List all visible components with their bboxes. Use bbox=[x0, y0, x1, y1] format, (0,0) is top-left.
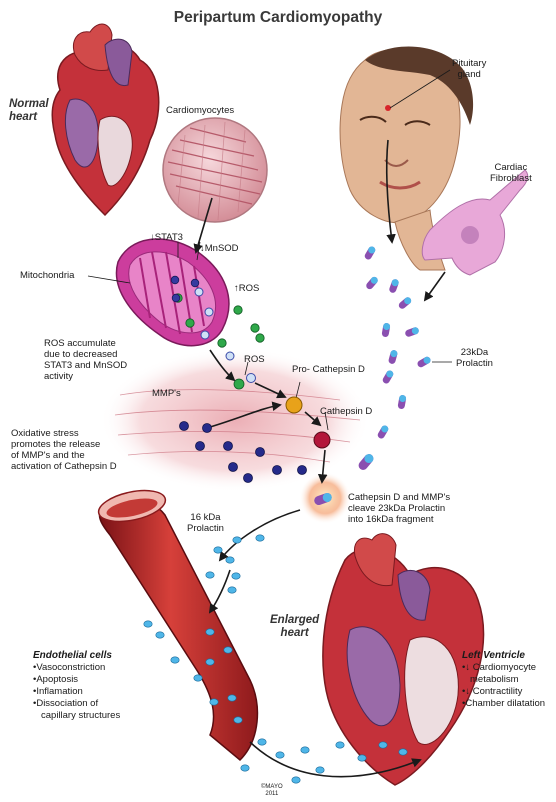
list-item: ↓ Contractility bbox=[462, 686, 545, 698]
ros-note-line3: STAT3 and MnSOD bbox=[44, 360, 127, 371]
prolactin-23kda-label-line1: 23kDa bbox=[456, 347, 493, 358]
endothelial-effects-list: Vasoconstriction Apoptosis Inflamation D… bbox=[33, 662, 120, 722]
normal-heart-illustration bbox=[52, 24, 158, 215]
cardiac-fibroblast-label-line1: Cardiac bbox=[490, 162, 532, 173]
pituitary-gland-label-line2: gland bbox=[452, 69, 486, 80]
lv-item-1-line1: ↓ Cardiomyocyte bbox=[465, 662, 536, 673]
cardiac-fibroblast-label: Cardiac Fibroblast bbox=[490, 162, 532, 184]
diagram-title: Peripartum Cardiomyopathy bbox=[0, 9, 556, 27]
prolactin-16kda-label: 16 kDa Prolactin bbox=[187, 512, 224, 534]
list-item: Chamber dilatation bbox=[462, 698, 545, 710]
mitochondria-label: Mitochondria bbox=[20, 270, 74, 281]
cardiomyocytes-label: Cardiomyocytes bbox=[166, 105, 234, 116]
cleave-note-line1: Cathepsin D and MMP's bbox=[348, 492, 450, 503]
copyright-mark: ©MAYO 2011 bbox=[261, 784, 283, 798]
normal-heart-label: Normal heart bbox=[9, 98, 49, 124]
prolactin-23kda-label-line2: Prolactin bbox=[456, 358, 493, 369]
normal-heart-label-line2: heart bbox=[9, 111, 49, 124]
ros-note-line2: due to decreased bbox=[44, 349, 127, 360]
ros-increase-label: ↑ROS bbox=[234, 283, 259, 294]
prolactin-16kda-label-line2: Prolactin bbox=[187, 523, 224, 534]
cleave-note: Cathepsin D and MMP's cleave 23kDa Prola… bbox=[348, 492, 450, 525]
cleave-note-line2: cleave 23kDa Prolactin bbox=[348, 503, 450, 514]
pro-cathepsin-d-molecule bbox=[286, 397, 302, 413]
cardiac-fibroblast-label-line2: Fibroblast bbox=[490, 173, 532, 184]
list-item: Apoptosis bbox=[33, 674, 120, 686]
enlarged-heart-label: Enlarged heart bbox=[270, 614, 319, 640]
mmps-label: MMP's bbox=[152, 388, 181, 399]
endothelial-item-4-line1: Dissociation of bbox=[36, 698, 98, 709]
ros-note-line1: ROS accumulate bbox=[44, 338, 127, 349]
oxidative-stress-note: Oxidative stress promotes the release of… bbox=[11, 428, 117, 472]
enlarged-heart-label-line1: Enlarged bbox=[270, 614, 319, 627]
stat3-label: ↓STAT3 bbox=[150, 232, 183, 243]
oxidative-note-line1: Oxidative stress bbox=[11, 428, 117, 439]
oxidative-note-line2: promotes the release bbox=[11, 439, 117, 450]
cardiomyocytes-magnified-circle bbox=[163, 118, 267, 222]
pituitary-gland-label-line1: Pituitary bbox=[452, 58, 486, 69]
cathepsin-d-label: Cathepsin D bbox=[320, 406, 372, 417]
endothelial-cells-heading: Endothelial cells bbox=[33, 650, 120, 661]
list-item: Vasoconstriction bbox=[33, 662, 120, 674]
mitochondrion-illustration bbox=[116, 239, 228, 346]
ros-accumulate-note: ROS accumulate due to decreased STAT3 an… bbox=[44, 338, 127, 382]
pituitary-gland-label: Pituitary gland bbox=[452, 58, 486, 80]
endothelial-item-4-line2: capillary structures bbox=[33, 710, 120, 721]
endothelial-cells-box: Endothelial cells Vasoconstriction Apopt… bbox=[33, 650, 120, 722]
lv-item-1-line2: metabolism bbox=[462, 674, 519, 685]
prolactin-16kda-label-line1: 16 kDa bbox=[187, 512, 224, 523]
pro-cathepsin-d-label: Pro- Cathepsin D bbox=[292, 364, 365, 375]
oxidative-note-line3: of MMP's and the bbox=[11, 450, 117, 461]
ros-label: ROS bbox=[244, 354, 265, 365]
list-item: Inflamation bbox=[33, 686, 120, 698]
copyright-line1: ©MAYO bbox=[261, 784, 283, 791]
prolactin-23kda-label: 23kDa Prolactin bbox=[456, 347, 493, 369]
oxidative-note-line4: activation of Cathepsin D bbox=[11, 461, 117, 472]
cleave-note-line3: into 16kDa fragment bbox=[348, 514, 450, 525]
enlarged-heart-illustration bbox=[323, 534, 484, 785]
left-ventricle-box: Left Ventricle ↓ Cardiomyocytemetabolism… bbox=[462, 650, 545, 710]
normal-heart-label-line1: Normal bbox=[9, 98, 49, 111]
enlarged-heart-label-line2: heart bbox=[270, 627, 319, 640]
copyright-line2: 2011 bbox=[261, 791, 283, 798]
cathepsin-d-molecule bbox=[314, 432, 330, 448]
mnsod-label: ↓MnSOD bbox=[200, 243, 239, 254]
left-ventricle-heading: Left Ventricle bbox=[462, 650, 545, 661]
ros-note-line4: activity bbox=[44, 371, 127, 382]
